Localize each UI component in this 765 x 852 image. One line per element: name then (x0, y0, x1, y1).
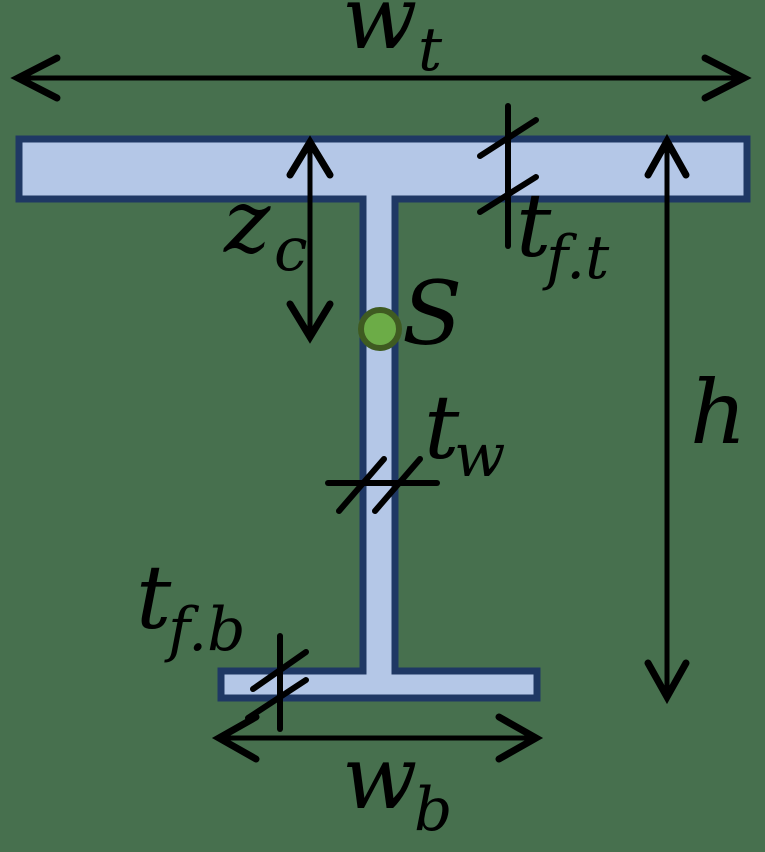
tick-slash-icon (336, 456, 387, 514)
arrowhead-down-icon (644, 659, 690, 705)
height-dimension-arrow (644, 133, 690, 705)
arrowhead-down-icon (286, 300, 334, 344)
annotation-lines (10, 54, 752, 763)
web-thickness-ticks (325, 456, 440, 514)
ibeam-section-shape (15, 135, 751, 702)
top-flange-thickness-label: t f.t (516, 174, 610, 293)
tick-slash-icon (250, 649, 309, 692)
top-width-dimension-arrow (10, 54, 752, 102)
centroid-point-label: S (402, 262, 462, 365)
bottom-flange-thickness-ticks (245, 633, 309, 732)
centroid-dot-icon (358, 307, 402, 351)
centroid-depth-dimension-arrow (286, 135, 334, 344)
top-flange-thickness-ticks (477, 103, 539, 249)
arrowhead-up-icon (286, 135, 334, 179)
centroid-depth-label: z c (223, 170, 308, 285)
tick-slash-icon (477, 174, 539, 215)
tick-slash-icon (477, 117, 539, 159)
section-height-label: h (690, 361, 747, 464)
bottom-width-label: w b (342, 726, 452, 845)
tick-slash-icon (245, 677, 309, 721)
arrowhead-left-icon (10, 54, 61, 102)
arrowhead-right-icon (701, 54, 752, 102)
tick-slash-icon (372, 456, 423, 514)
arrowhead-up-icon (644, 133, 690, 179)
dimension-labels: w t z c t f.t S t w h t f.b w b (136, 0, 747, 845)
arrowhead-right-icon (495, 713, 544, 763)
bottom-flange-thickness-label: t f.b (136, 546, 246, 665)
web-thickness-label: t w (424, 376, 505, 491)
top-width-label: w t (342, 0, 443, 85)
bottom-width-dimension-arrow (211, 713, 544, 763)
arrowhead-left-icon (211, 713, 260, 763)
